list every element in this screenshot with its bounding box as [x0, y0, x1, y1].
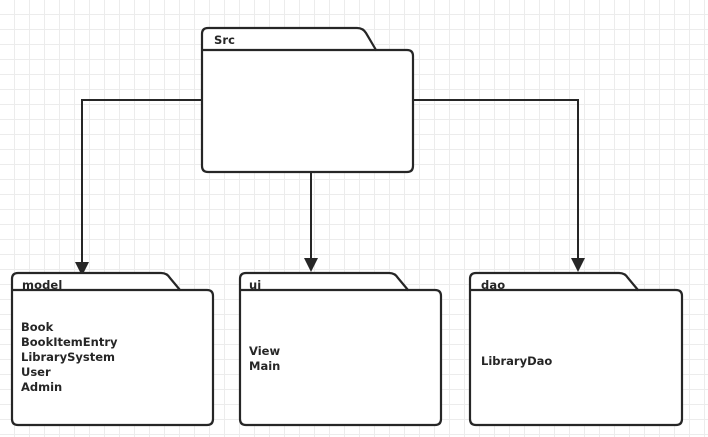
- connector-arrowhead-src-to-dao: [571, 258, 585, 272]
- package-outline-model: [10, 271, 215, 427]
- class-item: Book: [21, 320, 54, 334]
- package-shape-ui: [238, 271, 443, 427]
- package-shape-dao: [468, 271, 684, 427]
- class-item: BookItemEntry: [21, 335, 118, 349]
- package-name-model: model: [22, 278, 63, 292]
- package-outline-src: [200, 26, 415, 174]
- class-item: User: [21, 365, 51, 379]
- package-name-src: Src: [214, 33, 236, 47]
- package-src[interactable]: Src: [200, 26, 415, 174]
- package-shape-src: [200, 26, 415, 174]
- class-item: Main: [249, 359, 281, 373]
- class-item: LibraryDao: [481, 354, 553, 368]
- package-shape-model: [10, 271, 215, 427]
- package-contents-dao: LibraryDao: [481, 354, 552, 369]
- package-name-dao: dao: [481, 278, 506, 292]
- class-item: Admin: [21, 380, 63, 394]
- connector-line-src-to-dao: [413, 99, 579, 259]
- class-item: LibrarySystem: [21, 350, 116, 364]
- package-outline-dao: [468, 271, 684, 427]
- package-name-ui: ui: [249, 278, 262, 292]
- package-outline-ui: [238, 271, 443, 427]
- class-item: View: [249, 344, 281, 358]
- connector-line-src-to-model: [81, 99, 202, 263]
- connector-arrowhead-src-to-ui: [304, 258, 318, 272]
